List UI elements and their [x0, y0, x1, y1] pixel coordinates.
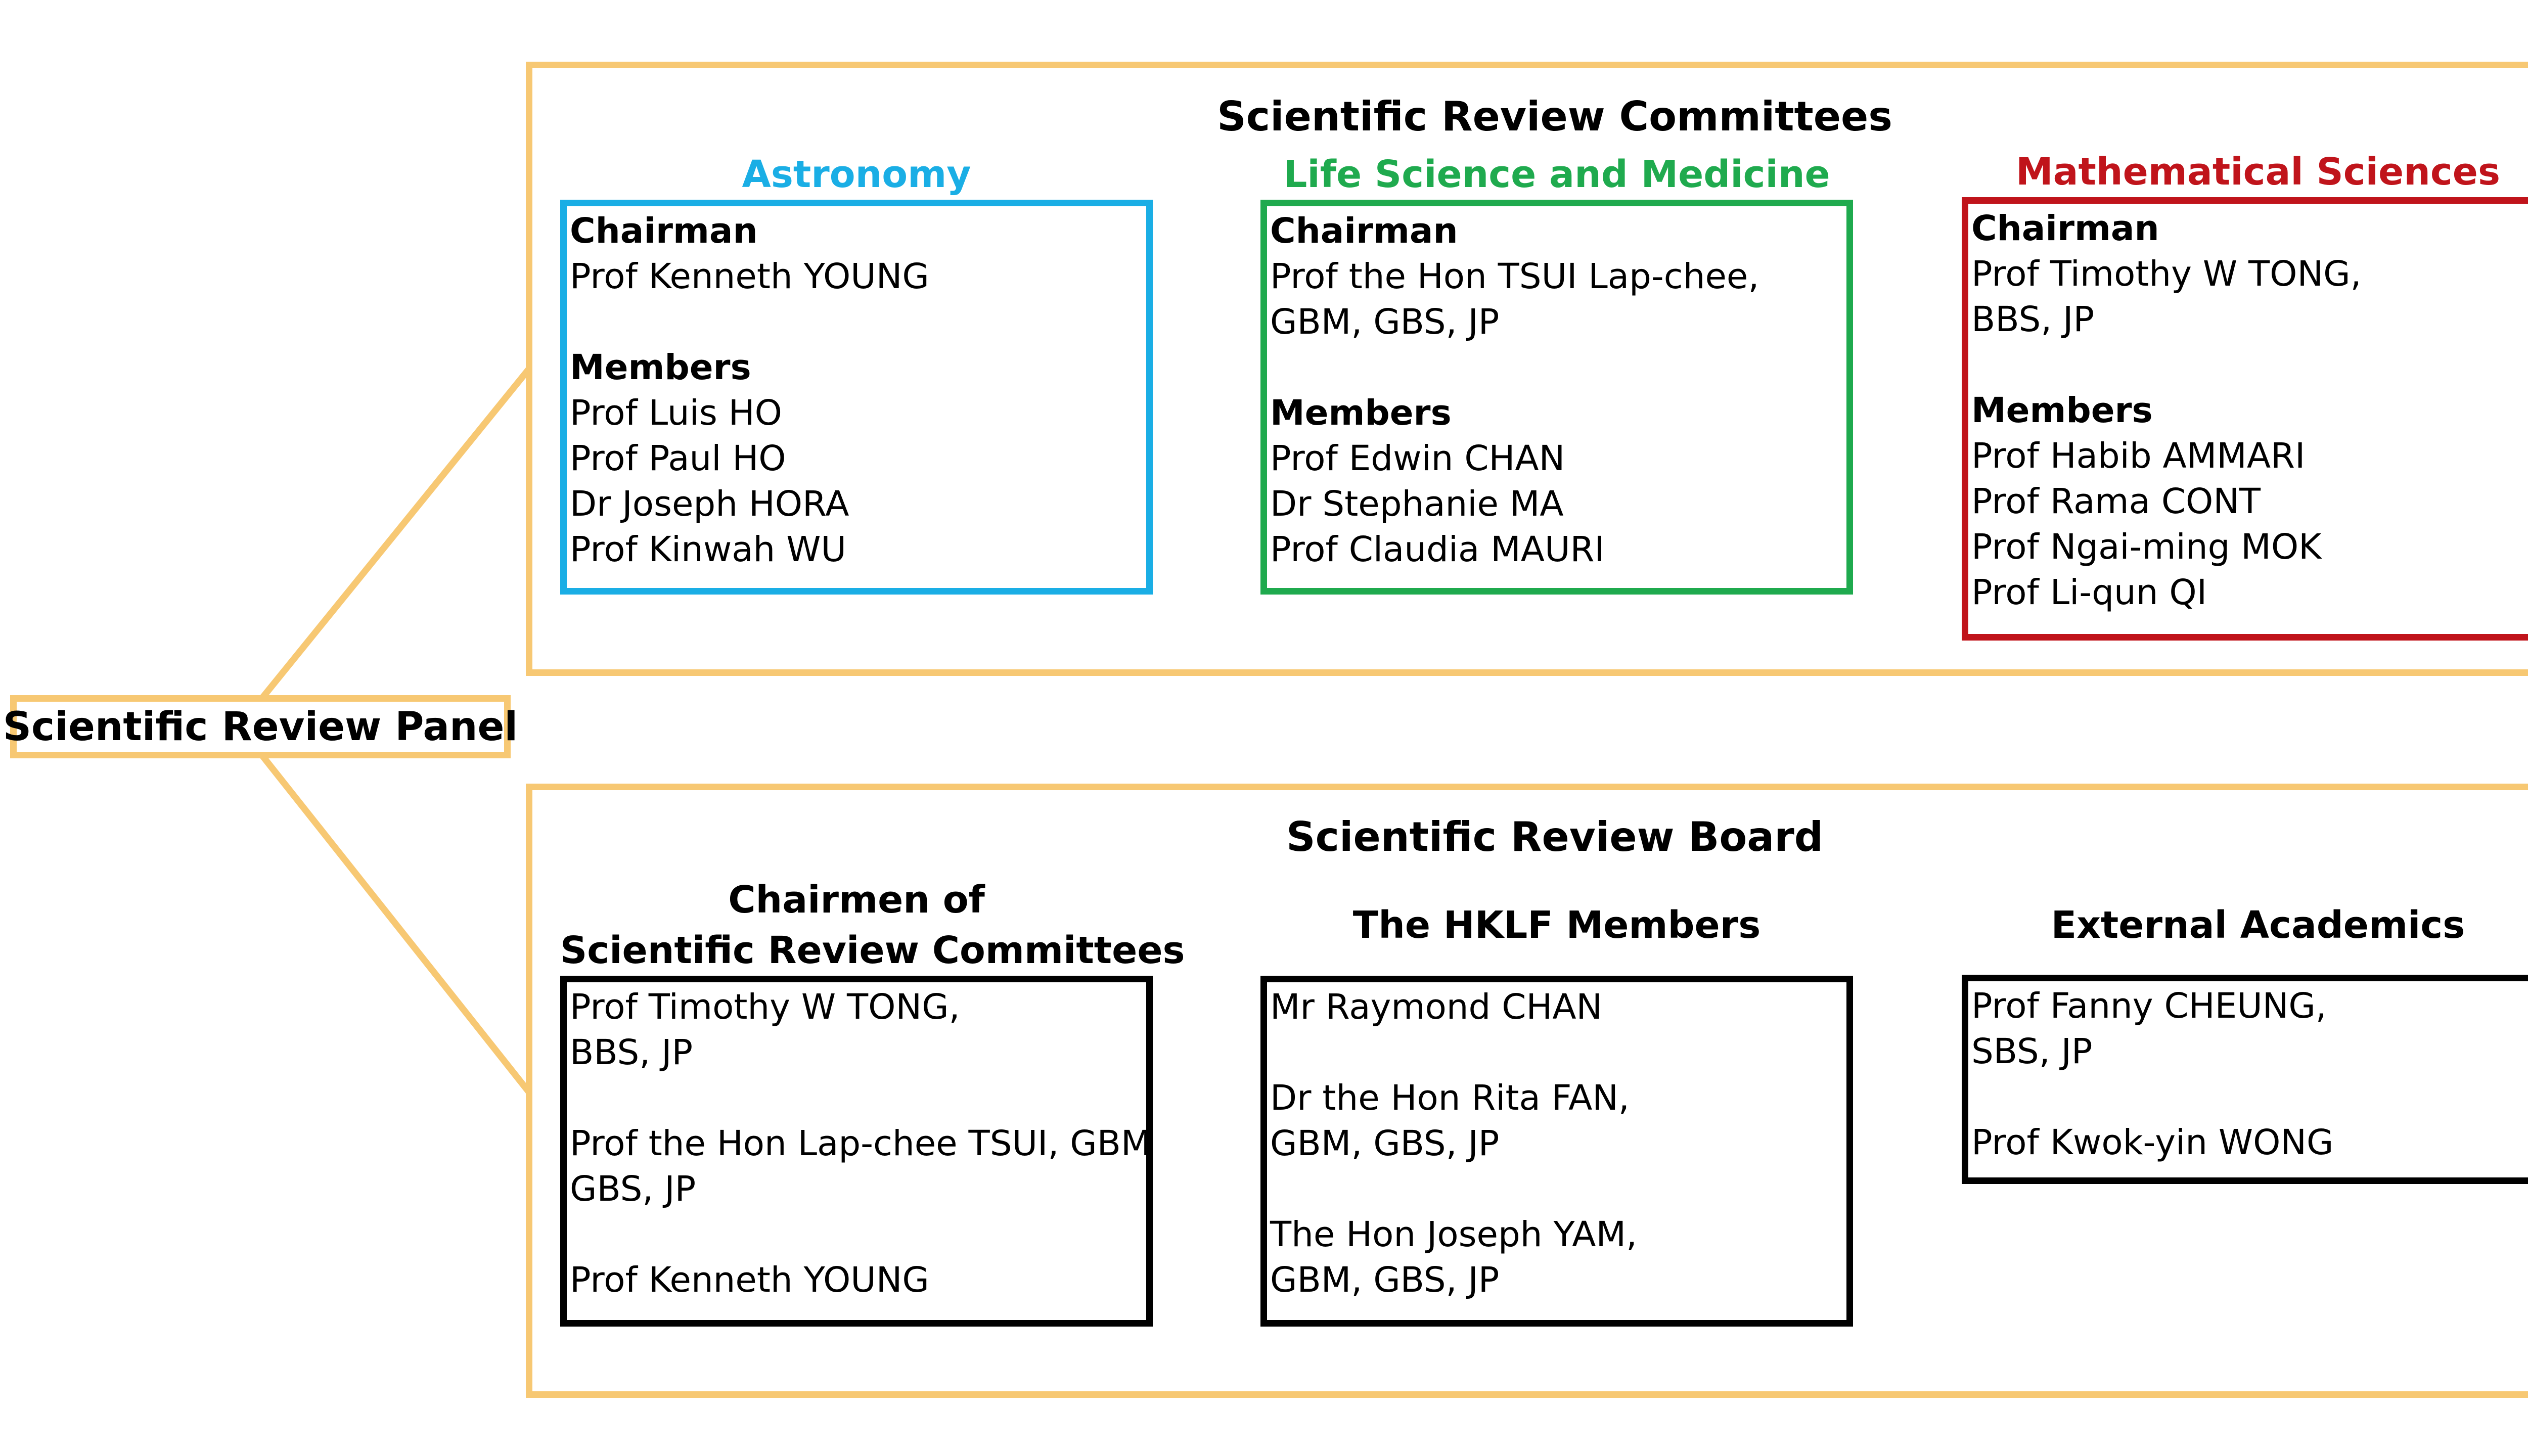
board-member: Prof Kenneth YOUNG — [570, 1260, 929, 1300]
chairman-name: Prof Kenneth YOUNG — [570, 256, 929, 297]
chairman-heading: Chairman — [570, 211, 758, 251]
board-member: GBS, JP — [570, 1169, 696, 1209]
chairman-name: Prof the Hon TSUI Lap-chee, — [1270, 256, 1759, 297]
board-member: Prof Kwok-yin WONG — [1971, 1122, 2334, 1163]
committee-title: Astronomy — [742, 153, 971, 196]
member-name: Prof Luis HO — [570, 393, 782, 433]
member-name: Dr Joseph HORA — [570, 484, 849, 524]
board-panel: Scientific Review Board — [526, 784, 2528, 1398]
member-name: Prof Habib AMMARI — [1971, 436, 2306, 476]
board-member: Dr the Hon Rita FAN, — [1270, 1078, 1630, 1118]
board-group-title: The HKLF Members — [1352, 903, 1761, 947]
board-member: Prof Timothy W TONG, — [570, 987, 960, 1027]
board-group-box: Prof Fanny CHEUNG, SBS, JP Prof Kwok-yin… — [1962, 975, 2528, 1184]
committee-box: Chairman Prof the Hon TSUI Lap-chee, GBM… — [1260, 200, 1853, 595]
board-group-chairmen: Chairmen of Scientific Review Committees… — [560, 875, 1185, 1327]
board-member: GBM, GBS, JP — [1270, 1123, 1500, 1164]
member-name: Prof Rama CONT — [1971, 481, 2261, 522]
board-member: BBS, JP — [570, 1032, 693, 1073]
board-group-box: Mr Raymond CHAN Dr the Hon Rita FAN, GBM… — [1260, 976, 1853, 1327]
member-name: Prof Claudia MAURI — [1270, 529, 1605, 570]
member-name: Prof Paul HO — [570, 438, 786, 479]
committee-title: Mathematical Sciences — [2015, 150, 2501, 194]
board-group-external-academics: External Academics Prof Fanny CHEUNG, SB… — [1962, 900, 2528, 1184]
board-member: Prof Fanny CHEUNG, — [1971, 986, 2327, 1026]
chairman-heading: Chairman — [1270, 211, 1458, 251]
member-name: Prof Ngai-ming MOK — [1971, 527, 2322, 567]
committee-title: Life Science and Medicine — [1283, 153, 1830, 196]
committees-panel: Scientific Review Committees — [526, 62, 2528, 676]
committee-box: Chairman Prof Timothy W TONG, BBS, JP Me… — [1962, 197, 2528, 641]
member-name: Dr Stephanie MA — [1270, 484, 1564, 524]
root-node: Scientific Review Panel — [3, 695, 518, 758]
connector-to-board — [257, 751, 534, 1097]
board-member: Prof the Hon Lap-chee TSUI, GBM, — [570, 1123, 1153, 1164]
members-heading: Members — [570, 347, 751, 388]
board-group-title: External Academics — [2051, 903, 2465, 947]
connector-to-committees — [257, 364, 534, 703]
board-member: The Hon Joseph YAM, — [1270, 1214, 1637, 1255]
board-member: Mr Raymond CHAN — [1270, 987, 1603, 1027]
board-group-box: Prof Timothy W TONG, BBS, JP Prof the Ho… — [560, 976, 1153, 1327]
board-title: Scientific Review Board — [1286, 813, 1823, 860]
member-name: Prof Kinwah WU — [570, 529, 846, 570]
members-heading: Members — [1971, 390, 2153, 431]
chairman-name: BBS, JP — [1971, 299, 2095, 340]
board-member: GBM, GBS, JP — [1270, 1260, 1500, 1300]
member-name: Prof Li-qun QI — [1971, 572, 2207, 613]
committee-life-science: Life Science and Medicine Chairman Prof … — [1260, 149, 1853, 595]
members-heading: Members — [1270, 393, 1452, 433]
chairman-heading: Chairman — [1971, 208, 2159, 249]
root-label: Scientific Review Panel — [3, 704, 518, 750]
chairman-name: Prof Timothy W TONG, — [1971, 254, 2362, 294]
committees-title: Scientific Review Committees — [1217, 93, 1892, 140]
chairman-name: GBM, GBS, JP — [1270, 302, 1500, 342]
committee-astronomy: Astronomy Chairman Prof Kenneth YOUNG Me… — [560, 149, 1153, 595]
board-group-title: Scientific Review Committees — [560, 929, 1185, 972]
committee-mathematical-sciences: Mathematical Sciences Chairman Prof Timo… — [1962, 147, 2528, 641]
board-group-title: Chairmen of — [728, 878, 985, 922]
committee-box: Chairman Prof Kenneth YOUNG Members Prof… — [560, 200, 1153, 595]
board-group-hklf-members: The HKLF Members Mr Raymond CHAN Dr the … — [1260, 900, 1853, 1327]
member-name: Prof Edwin CHAN — [1270, 438, 1565, 479]
board-member: SBS, JP — [1971, 1031, 2093, 1072]
